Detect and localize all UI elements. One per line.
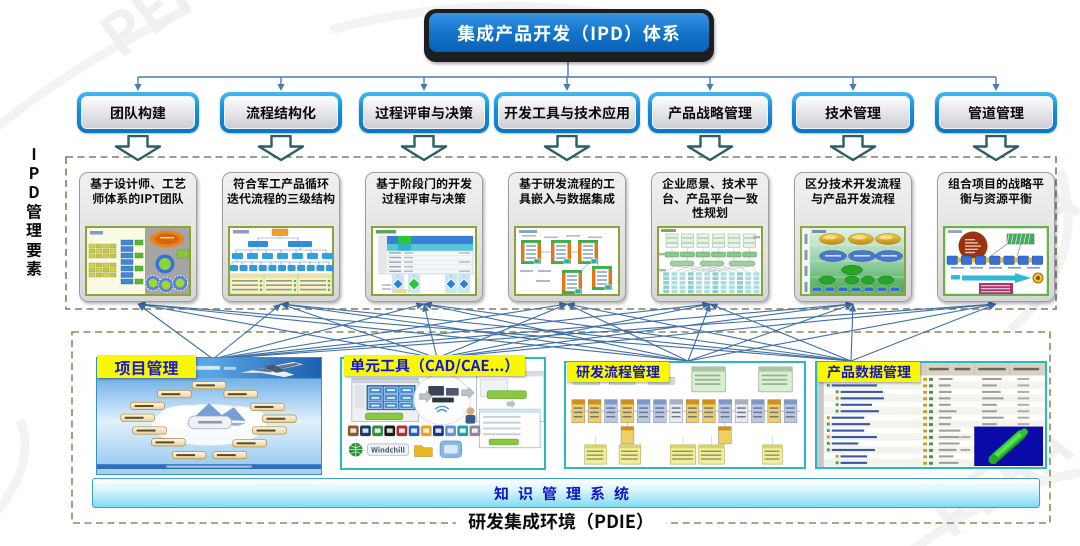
element-card-2: 符合军工产品循环 迭代流程的三级结构 — [222, 172, 340, 302]
element-card-title: 基于阶段门的开发 过程评审与决策 — [375, 175, 472, 207]
element-card-title: 基于研发流程的工 具嵌入与数据集成 — [518, 175, 615, 207]
element-card-thumbnail-2 — [228, 226, 334, 296]
block-arrow-icon — [257, 134, 305, 162]
block-arrow-icon — [686, 134, 734, 162]
element-box-7: 管道管理 — [935, 92, 1057, 133]
element-card-thumbnail-5 — [657, 226, 763, 296]
panel-label-rd-process: 研发流程管理 — [567, 362, 669, 382]
block-arrow-icon — [972, 134, 1020, 162]
block-arrow — [972, 134, 1020, 162]
element-card-thumbnail-3 — [371, 226, 477, 296]
element-box-6: 技术管理 — [792, 92, 914, 133]
element-box-label: 过程评审与决策 — [375, 102, 473, 123]
element-box-4: 开发工具与技术应用 — [494, 92, 640, 133]
element-card-3: 基于阶段门的开发 过程评审与决策 — [365, 172, 483, 302]
element-card-5: 企业愿景、技术平 台、产品平台一致 性规划 — [651, 172, 769, 302]
element-box-label: 管道管理 — [968, 102, 1024, 123]
diagram-title: 集成产品开发（IPD）体系 — [429, 13, 709, 52]
block-arrow — [114, 134, 162, 162]
element-box-label: 团队构建 — [110, 102, 166, 123]
element-box-5: 产品战略管理 — [648, 92, 772, 133]
block-arrow — [400, 134, 448, 162]
elements-to-tools-connectors — [137, 301, 997, 362]
block-arrow — [257, 134, 305, 162]
element-card-thumbnail-4 — [514, 226, 620, 296]
block-arrow-icon — [543, 134, 591, 162]
element-card-thumbnail-7 — [943, 226, 1049, 296]
rd-process-screenshot — [569, 366, 801, 465]
element-card-title: 基于设计师、工艺 师体系的IPT团队 — [89, 175, 186, 207]
side-label-ipd-elements: IPD管理要素 — [22, 146, 46, 279]
element-card-thumbnail-6 — [800, 226, 906, 296]
element-box-label: 产品战略管理 — [668, 102, 752, 123]
element-box-3: 过程评审与决策 — [359, 92, 489, 133]
block-arrow-icon — [829, 134, 877, 162]
element-box-1: 团队构建 — [77, 92, 199, 133]
element-card-title: 组合项目的战略平 衡与资源平衡 — [947, 175, 1044, 207]
element-card-title: 符合军工产品循环 迭代流程的三级结构 — [226, 175, 335, 207]
block-arrow-icon — [400, 134, 448, 162]
block-arrow-icon — [114, 134, 162, 162]
element-card-4: 基于研发流程的工 具嵌入与数据集成 — [508, 172, 626, 302]
panel-label-project-management: 项目管理 — [97, 355, 196, 379]
element-box-label: 流程结构化 — [246, 102, 316, 123]
element-card-1: 基于设计师、工艺 师体系的IPT团队 — [79, 172, 197, 302]
element-box-label: 技术管理 — [825, 102, 881, 123]
element-card-7: 组合项目的战略平 衡与资源平衡 — [937, 172, 1055, 302]
unit-tools-screenshot: Windchill — [347, 371, 544, 458]
block-arrow — [829, 134, 877, 162]
element-box-label: 开发工具与技术应用 — [504, 102, 630, 123]
element-card-title: 区分技术开发流程 与产品开发流程 — [804, 175, 901, 207]
panel-label-product-data: 产品数据管理 — [818, 362, 920, 382]
element-card-thumbnail-1 — [85, 226, 191, 296]
element-card-title: 企业愿景、技术平 台、产品平台一致 性规划 — [661, 175, 758, 222]
panel-label-unit-tools: 单元工具（CAD/CAE...） — [344, 355, 526, 376]
title-to-elements-connectors — [134, 62, 1000, 91]
element-box-2: 流程结构化 — [220, 92, 342, 133]
block-arrow — [543, 134, 591, 162]
block-arrow — [686, 134, 734, 162]
element-card-6: 区分技术开发流程 与产品开发流程 — [794, 172, 912, 302]
pdie-caption: 研发集成环境（PDIE） — [456, 508, 666, 534]
diagram-title-box: 集成产品开发（IPD）体系 — [424, 9, 714, 62]
windchill-logo-label: Windchill — [371, 446, 406, 456]
knowledge-management-bar: 知识管理系统 — [92, 478, 1040, 508]
